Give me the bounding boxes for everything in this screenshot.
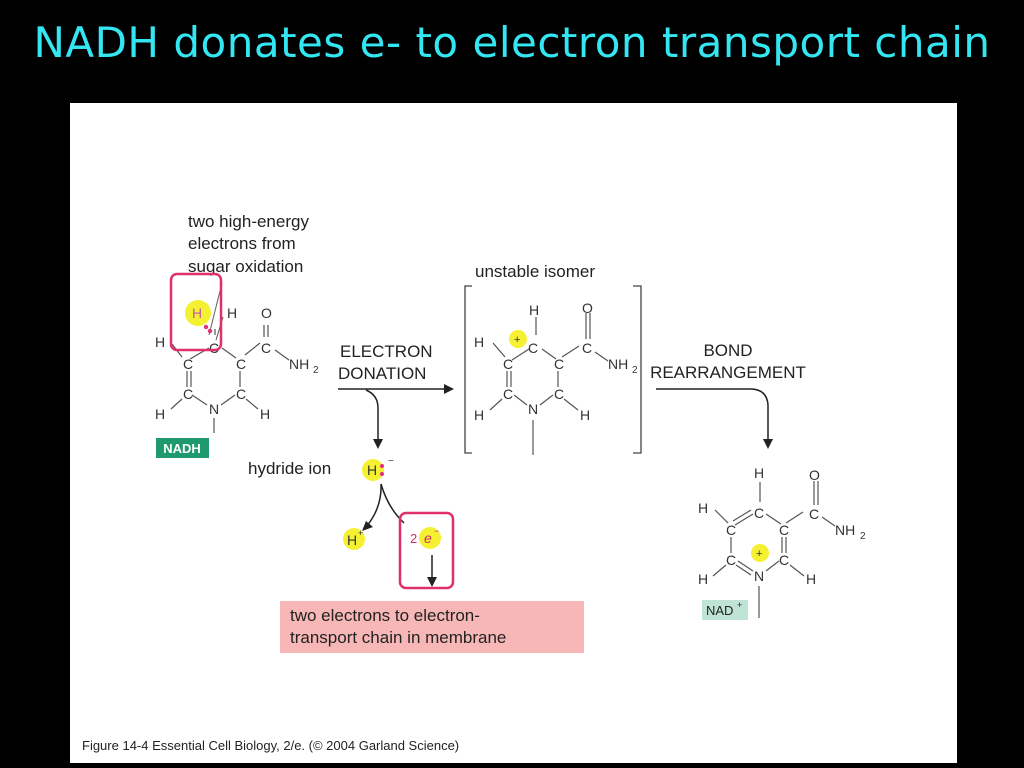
nad-badge-sup: +: [737, 600, 742, 610]
atom-c: C: [528, 340, 538, 356]
atom-c: C: [779, 552, 789, 568]
electron-focus-box: [398, 511, 455, 590]
isomer-charge-highlight: [509, 330, 527, 348]
atom-o: O: [261, 305, 272, 321]
atom-h: H: [806, 571, 816, 587]
nadh-diagram: two high-energy electrons from sugar oxi…: [82, 212, 866, 753]
isomer-bracket-left: [464, 285, 472, 454]
figure-panel: two high-energy electrons from sugar oxi…: [70, 103, 957, 763]
atom-o: O: [582, 300, 593, 316]
step1-line-2: DONATION: [338, 364, 426, 383]
nad-charge: +: [756, 548, 762, 560]
atom-subscript: 2: [860, 531, 866, 542]
electron-charge: −: [434, 526, 439, 536]
nadh-badge: [156, 438, 209, 458]
transport-chain-box: [280, 601, 584, 653]
isomer-label: unstable isomer: [475, 262, 595, 281]
atom-c: C: [726, 522, 736, 538]
atom-c: C: [554, 386, 564, 402]
atom-h: H: [155, 406, 165, 422]
annotation-line-2: electrons from: [188, 234, 296, 253]
atom-h-hydride: H: [192, 305, 202, 321]
hydride-label: hydride ion: [248, 459, 331, 478]
split-arrow-left: [365, 483, 382, 528]
atom-h: H: [227, 305, 237, 321]
atom-n: N: [754, 568, 764, 584]
atom-h: H: [260, 406, 270, 422]
donation-branch-arrow: [365, 389, 379, 443]
atom-c: C: [554, 356, 564, 372]
atom-h: H: [698, 571, 708, 587]
nad-badge-label: NAD: [706, 603, 733, 618]
electron-dot-1: [203, 324, 209, 330]
atom-c: C: [503, 386, 513, 402]
atom-h: H: [698, 500, 708, 516]
hydride-focus-box: [169, 272, 223, 352]
hydride-ion-highlight: [362, 459, 384, 481]
atom-c: C: [183, 356, 193, 372]
annotation-line-1: two high-energy: [188, 212, 309, 231]
isomer-charge: +: [514, 334, 520, 346]
atom-h: H: [580, 407, 590, 423]
atom-c: C: [236, 356, 246, 372]
isomer-molecule: + H C H C C O C NH 2 C C H N H: [474, 300, 638, 455]
nadh-badge-label: NADH: [163, 441, 201, 456]
hydride-ion-charge: −: [388, 456, 394, 467]
hydride-electron-dot: [380, 472, 384, 476]
atom-c: C: [183, 386, 193, 402]
atom-subscript: 2: [632, 365, 638, 376]
transport-line-1: two electrons to electron-: [290, 606, 480, 625]
proton-highlight: [343, 528, 365, 550]
atom-n: N: [209, 401, 219, 417]
rearrangement-arrow: [656, 388, 769, 441]
atom-c: C: [582, 340, 592, 356]
electron-dot-2: [207, 328, 213, 334]
atom-c: C: [236, 386, 246, 402]
proton-h: H: [347, 532, 357, 548]
isomer-bracket-right: [633, 285, 642, 454]
annotation-line-3: sugar oxidation: [188, 257, 303, 276]
step1-line-1: ELECTRON: [340, 342, 433, 361]
split-arrow-right: [380, 483, 405, 524]
figure-caption: Figure 14-4 Essential Cell Biology, 2/e.…: [82, 738, 459, 753]
step2-line-2: REARRANGEMENT: [650, 363, 806, 382]
atom-h: H: [474, 407, 484, 423]
atom-h: H: [754, 465, 764, 481]
atom-n: N: [528, 401, 538, 417]
electron-symbol: e: [424, 530, 432, 546]
atom-c: C: [209, 340, 219, 356]
atom-c: C: [503, 356, 513, 372]
atom-h: H: [474, 334, 484, 350]
atom-subscript: 2: [313, 365, 319, 376]
hydride-electron-dot: [380, 464, 384, 468]
atom-nh: NH: [835, 522, 855, 538]
atom-o: O: [809, 467, 820, 483]
atom-nh: NH: [608, 356, 628, 372]
proton-charge: +: [358, 528, 363, 538]
slide-title: NADH donates e- to electron transport ch…: [33, 18, 991, 67]
electron-highlight: [419, 527, 441, 549]
atom-h: H: [529, 302, 539, 318]
hydride-highlight: [185, 300, 211, 326]
atom-h: H: [155, 334, 165, 350]
step2-line-1: BOND: [703, 341, 752, 360]
nad-badge: [702, 600, 748, 620]
atom-nh: NH: [289, 356, 309, 372]
atom-c: C: [726, 552, 736, 568]
atom-c: C: [779, 522, 789, 538]
nad-molecule: + H C H C C O C NH 2 C C H N H: [698, 465, 866, 618]
transport-line-2: transport chain in membrane: [290, 628, 506, 647]
atom-c: C: [754, 505, 764, 521]
nad-charge-highlight: [751, 544, 769, 562]
atom-c: C: [809, 506, 819, 522]
electron-count: 2: [410, 531, 417, 546]
atom-c: C: [261, 340, 271, 356]
hydride-ion-h: H: [367, 462, 377, 478]
nadh-molecule: H H C H C C O C NH 2 C C H N H: [155, 300, 319, 433]
